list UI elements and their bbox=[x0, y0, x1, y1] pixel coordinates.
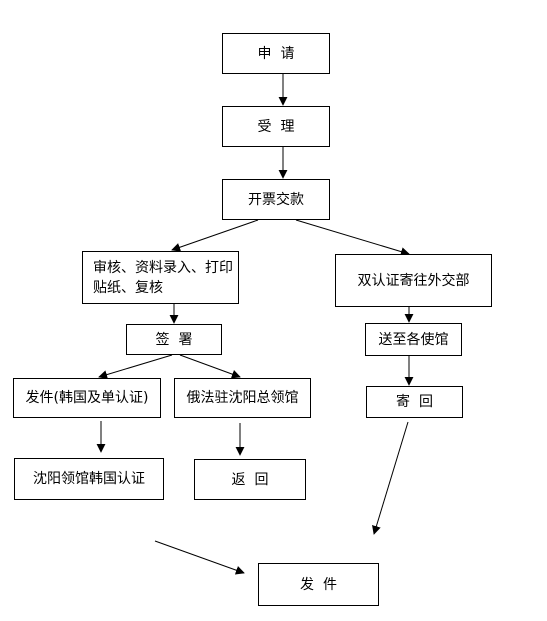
node-label-line-1: 审核、资料录入、打印 bbox=[93, 260, 233, 276]
node-label: 沈阳领馆韩国认证 bbox=[33, 471, 145, 487]
node-send-embassies: 送至各使馆 bbox=[365, 323, 462, 356]
arrow-invoice-to-double-auth bbox=[295, 219, 410, 256]
node-issue: 发 件 bbox=[258, 563, 379, 606]
node-sign: 签 署 bbox=[126, 324, 222, 355]
node-review: 审核、资料录入、打印 贴纸、复核 bbox=[82, 251, 239, 304]
node-issue-korea: 发件(韩国及单认证) bbox=[13, 378, 161, 418]
node-label: 寄 回 bbox=[396, 394, 433, 410]
node-double-auth: 双认证寄往外交部 bbox=[335, 254, 492, 307]
node-label: 送至各使馆 bbox=[378, 331, 449, 348]
node-label: 受 理 bbox=[257, 118, 295, 135]
node-label: 返 回 bbox=[231, 471, 269, 488]
arrow-sign-to-issue-korea bbox=[98, 354, 173, 379]
node-shenyang-korea: 沈阳领馆韩国认证 bbox=[14, 458, 164, 500]
arrow-sign-to-russia-consulate bbox=[179, 354, 241, 379]
node-label: 发 件 bbox=[300, 576, 337, 593]
arrow-invoice-to-review bbox=[171, 219, 259, 252]
node-label: 签 署 bbox=[155, 331, 193, 348]
arrow-shenyang-korea-to-issue bbox=[154, 540, 245, 575]
node-label: 双认证寄往外交部 bbox=[357, 272, 470, 289]
node-return: 返 回 bbox=[194, 459, 306, 500]
node-label: 开票交款 bbox=[248, 191, 304, 208]
node-apply: 申 请 bbox=[222, 33, 330, 74]
node-label: 俄法驻沈阳总领馆 bbox=[186, 390, 299, 406]
node-accept: 受 理 bbox=[222, 106, 330, 147]
node-label-line-2: 贴纸、复核 bbox=[93, 280, 163, 296]
node-label: 发件(韩国及单认证) bbox=[25, 390, 149, 406]
node-invoice-payment: 开票交款 bbox=[222, 179, 330, 220]
node-mail-back: 寄 回 bbox=[366, 386, 463, 418]
node-label: 申 请 bbox=[257, 45, 295, 62]
arrow-mail-back-to-issue bbox=[372, 421, 409, 535]
node-russia-consulate: 俄法驻沈阳总领馆 bbox=[174, 378, 311, 418]
